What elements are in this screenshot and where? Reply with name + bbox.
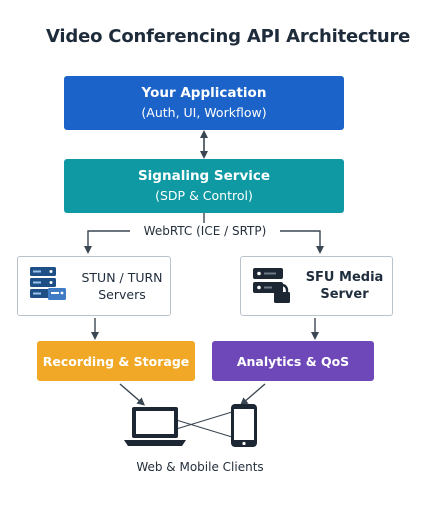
- recording-storage-label: Recording & Storage: [42, 353, 190, 369]
- application-box: Your Application (Auth, UI, Workflow): [64, 76, 344, 130]
- recording-storage-box: Recording & Storage: [37, 341, 195, 381]
- signaling-to-stun-arrow: [84, 230, 130, 254]
- media-server-lock-icon: [251, 264, 293, 308]
- sfu-media-box: SFU Media Server: [240, 256, 393, 316]
- application-subtitle: (Auth, UI, Workflow): [141, 105, 267, 120]
- signaling-box: Signaling Service (SDP & Control): [64, 159, 344, 213]
- signaling-to-sfu-arrow: [280, 230, 324, 254]
- analytics-qos-box: Analytics & QoS: [212, 341, 374, 381]
- signaling-title: Signaling Service: [137, 168, 271, 184]
- stun-turn-line2: Servers: [98, 287, 146, 302]
- transport-label: WebRTC (ICE / SRTP): [130, 223, 280, 239]
- stun-turn-box: STUN / TURN Servers: [17, 256, 171, 316]
- sfu-media-line2: Server: [320, 287, 369, 302]
- signaling-subtitle: (SDP & Control): [155, 188, 253, 203]
- diagram-title: Video Conferencing API Architecture: [46, 26, 411, 47]
- phone-icon: [231, 404, 257, 447]
- analytics-to-phone-arrow: [239, 383, 266, 406]
- sfu-media-line1: SFU Media: [305, 270, 384, 285]
- application-title: Your Application: [141, 85, 267, 101]
- clients-label: Web & Mobile Clients: [136, 460, 264, 474]
- laptop-icon: [124, 407, 186, 446]
- recording-to-laptop-arrow: [119, 383, 146, 406]
- analytics-qos-label: Analytics & QoS: [236, 353, 350, 369]
- server-rack-icon: [28, 264, 68, 308]
- stun-turn-line1: STUN / TURN: [81, 270, 163, 285]
